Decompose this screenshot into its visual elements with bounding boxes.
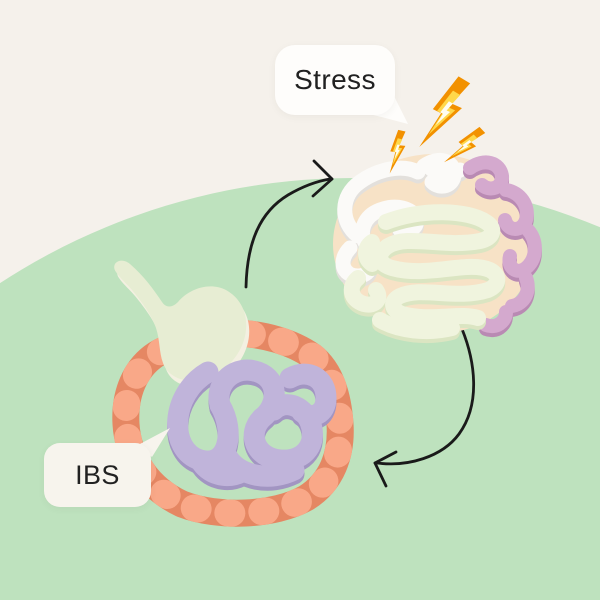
- stomach-shape: [114, 260, 250, 387]
- colon-shape: [112, 319, 354, 527]
- lightning-bolt-icon: [386, 129, 409, 174]
- lightning-bolt-icon: [444, 120, 487, 173]
- small-intestine-shape: [167, 359, 337, 491]
- brain-purple-region: [463, 155, 542, 338]
- stress-label: Stress: [294, 64, 376, 95]
- brain-illustration: [333, 152, 542, 344]
- gut-illustration: [112, 260, 354, 527]
- stress-speech-bubble: Stress: [275, 45, 395, 115]
- ibs-label: IBS: [75, 459, 120, 490]
- ibs-speech-bubble: IBS: [44, 443, 151, 507]
